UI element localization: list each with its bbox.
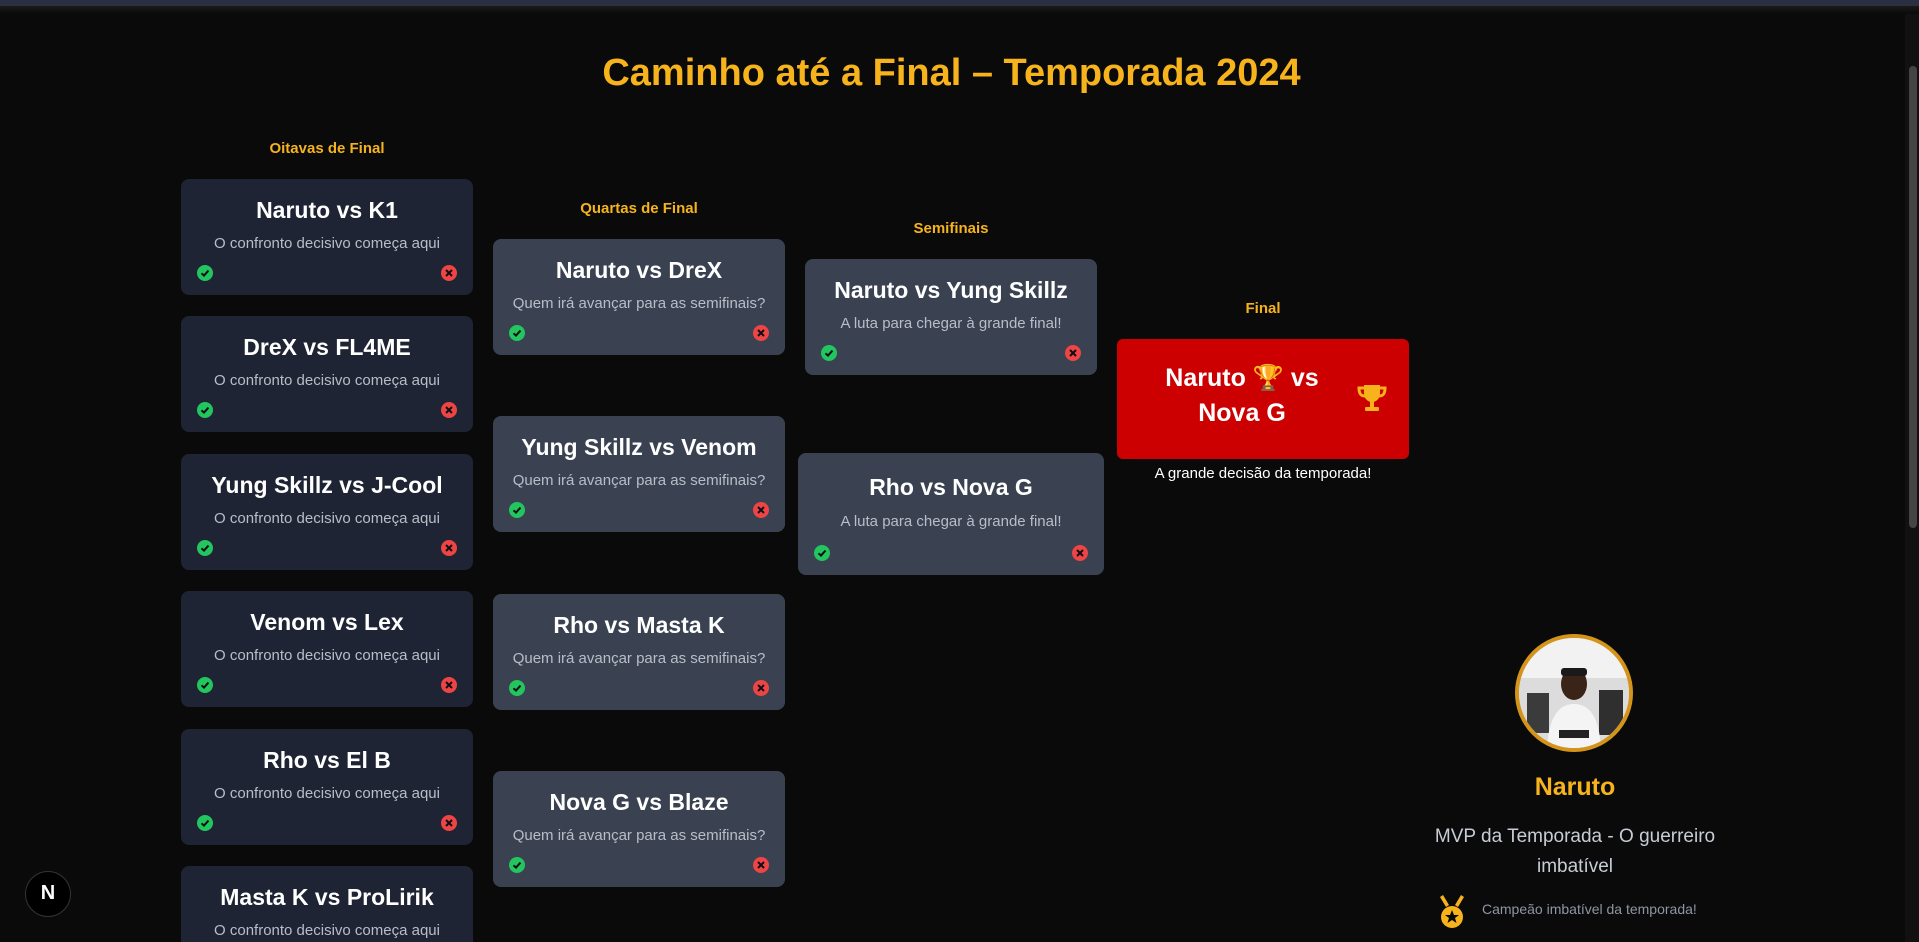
top-shade <box>0 6 1919 14</box>
check-circle-icon[interactable] <box>197 402 213 418</box>
check-circle-icon[interactable] <box>821 345 837 361</box>
page-title: Caminho até a Final – Temporada 2024 <box>602 52 1301 94</box>
browser-top-bar <box>0 0 1919 6</box>
match-subtitle: Quem irá avançar para as semifinais? <box>512 827 766 844</box>
x-circle-icon[interactable] <box>1072 545 1088 561</box>
match-subtitle: O confronto decisivo começa aqui <box>214 785 440 802</box>
match-card[interactable]: Rho vs Masta K Quem irá avançar para as … <box>493 594 785 710</box>
final-match-title: Naruto 🏆 vs Nova G <box>1165 364 1319 427</box>
match-subtitle: A luta para chegar à grande final! <box>840 315 1062 332</box>
match-card[interactable]: Naruto vs Yung Skillz A luta para chegar… <box>805 259 1097 375</box>
badge-label: N <box>40 882 56 904</box>
x-circle-icon[interactable] <box>441 402 457 418</box>
mvp-name: Naruto <box>1534 773 1616 801</box>
match-subtitle: A luta para chegar à grande final! <box>840 513 1062 530</box>
round-label-final: Final <box>1245 300 1281 317</box>
mvp-avatar <box>1515 634 1633 752</box>
match-card[interactable]: Masta K vs ProLirik O confronto decisivo… <box>181 866 473 942</box>
x-circle-icon[interactable] <box>441 265 457 281</box>
final-match-card[interactable]: Naruto 🏆 vs Nova G <box>1117 339 1409 459</box>
check-circle-icon[interactable] <box>509 502 525 518</box>
check-circle-icon[interactable] <box>197 677 213 693</box>
match-title: Rho vs El B <box>263 747 391 773</box>
scrollbar-thumb[interactable] <box>1909 66 1917 528</box>
match-title: Nova G vs Blaze <box>549 789 729 815</box>
match-title: Naruto vs K1 <box>256 197 398 223</box>
match-subtitle: O confronto decisivo começa aqui <box>214 235 440 252</box>
match-subtitle: Quem irá avançar para as semifinais? <box>512 472 766 489</box>
x-circle-icon[interactable] <box>753 680 769 696</box>
match-title: Venom vs Lex <box>250 609 404 635</box>
check-circle-icon[interactable] <box>814 545 830 561</box>
dev-tools-badge[interactable]: N <box>25 871 71 917</box>
match-subtitle: Quem irá avançar para as semifinais? <box>512 295 766 312</box>
round-label-quarterfinals: Quartas de Final <box>580 200 698 217</box>
match-subtitle: O confronto decisivo começa aqui <box>214 372 440 389</box>
match-subtitle: O confronto decisivo começa aqui <box>214 922 440 939</box>
round-label-round-of-16: Oitavas de Final <box>269 140 385 157</box>
match-title: Naruto vs Yung Skillz <box>834 277 1068 303</box>
match-title: Yung Skillz vs Venom <box>521 434 757 460</box>
check-circle-icon[interactable] <box>197 540 213 556</box>
x-circle-icon[interactable] <box>441 815 457 831</box>
match-title: Masta K vs ProLirik <box>220 884 434 910</box>
match-subtitle: O confronto decisivo começa aqui <box>214 647 440 664</box>
mvp-description: MVP da Temporada - O guerreiro imbatível <box>1434 826 1716 877</box>
medal-icon <box>1437 895 1467 929</box>
match-card[interactable]: DreX vs FL4ME O confronto decisivo começ… <box>181 316 473 432</box>
match-card[interactable]: Nova G vs Blaze Quem irá avançar para as… <box>493 771 785 887</box>
x-circle-icon[interactable] <box>441 677 457 693</box>
check-circle-icon[interactable] <box>509 857 525 873</box>
x-circle-icon[interactable] <box>441 540 457 556</box>
check-circle-icon[interactable] <box>509 680 525 696</box>
x-circle-icon[interactable] <box>753 857 769 873</box>
final-subtitle: A grande decisão da temporada! <box>1154 465 1372 482</box>
round-label-semifinals: Semifinais <box>913 220 989 237</box>
mvp-note: Campeão imbatível da temporada! <box>1482 901 1697 917</box>
match-title: Naruto vs DreX <box>555 257 723 283</box>
check-circle-icon[interactable] <box>197 265 213 281</box>
match-subtitle: O confronto decisivo começa aqui <box>214 510 440 527</box>
x-circle-icon[interactable] <box>753 502 769 518</box>
match-title: Rho vs Nova G <box>869 474 1033 500</box>
match-title: Rho vs Masta K <box>553 612 725 638</box>
match-card[interactable]: Rho vs Nova G A luta para chegar à grand… <box>798 453 1104 575</box>
x-circle-icon[interactable] <box>753 325 769 341</box>
match-card[interactable]: Yung Skillz vs Venom Quem irá avançar pa… <box>493 416 785 532</box>
x-circle-icon[interactable] <box>1065 345 1081 361</box>
match-card[interactable]: Rho vs El B O confronto decisivo começa … <box>181 729 473 845</box>
match-card[interactable]: Yung Skillz vs J-Cool O confronto decisi… <box>181 454 473 570</box>
match-card[interactable]: Naruto vs K1 O confronto decisivo começa… <box>181 179 473 295</box>
match-card[interactable]: Naruto vs DreX Quem irá avançar para as … <box>493 239 785 355</box>
match-subtitle: Quem irá avançar para as semifinais? <box>512 650 766 667</box>
check-circle-icon[interactable] <box>197 815 213 831</box>
check-circle-icon[interactable] <box>509 325 525 341</box>
match-card[interactable]: Venom vs Lex O confronto decisivo começa… <box>181 591 473 707</box>
match-title: DreX vs FL4ME <box>243 334 411 360</box>
trophy-icon <box>1355 381 1389 415</box>
match-title: Yung Skillz vs J-Cool <box>211 472 443 498</box>
